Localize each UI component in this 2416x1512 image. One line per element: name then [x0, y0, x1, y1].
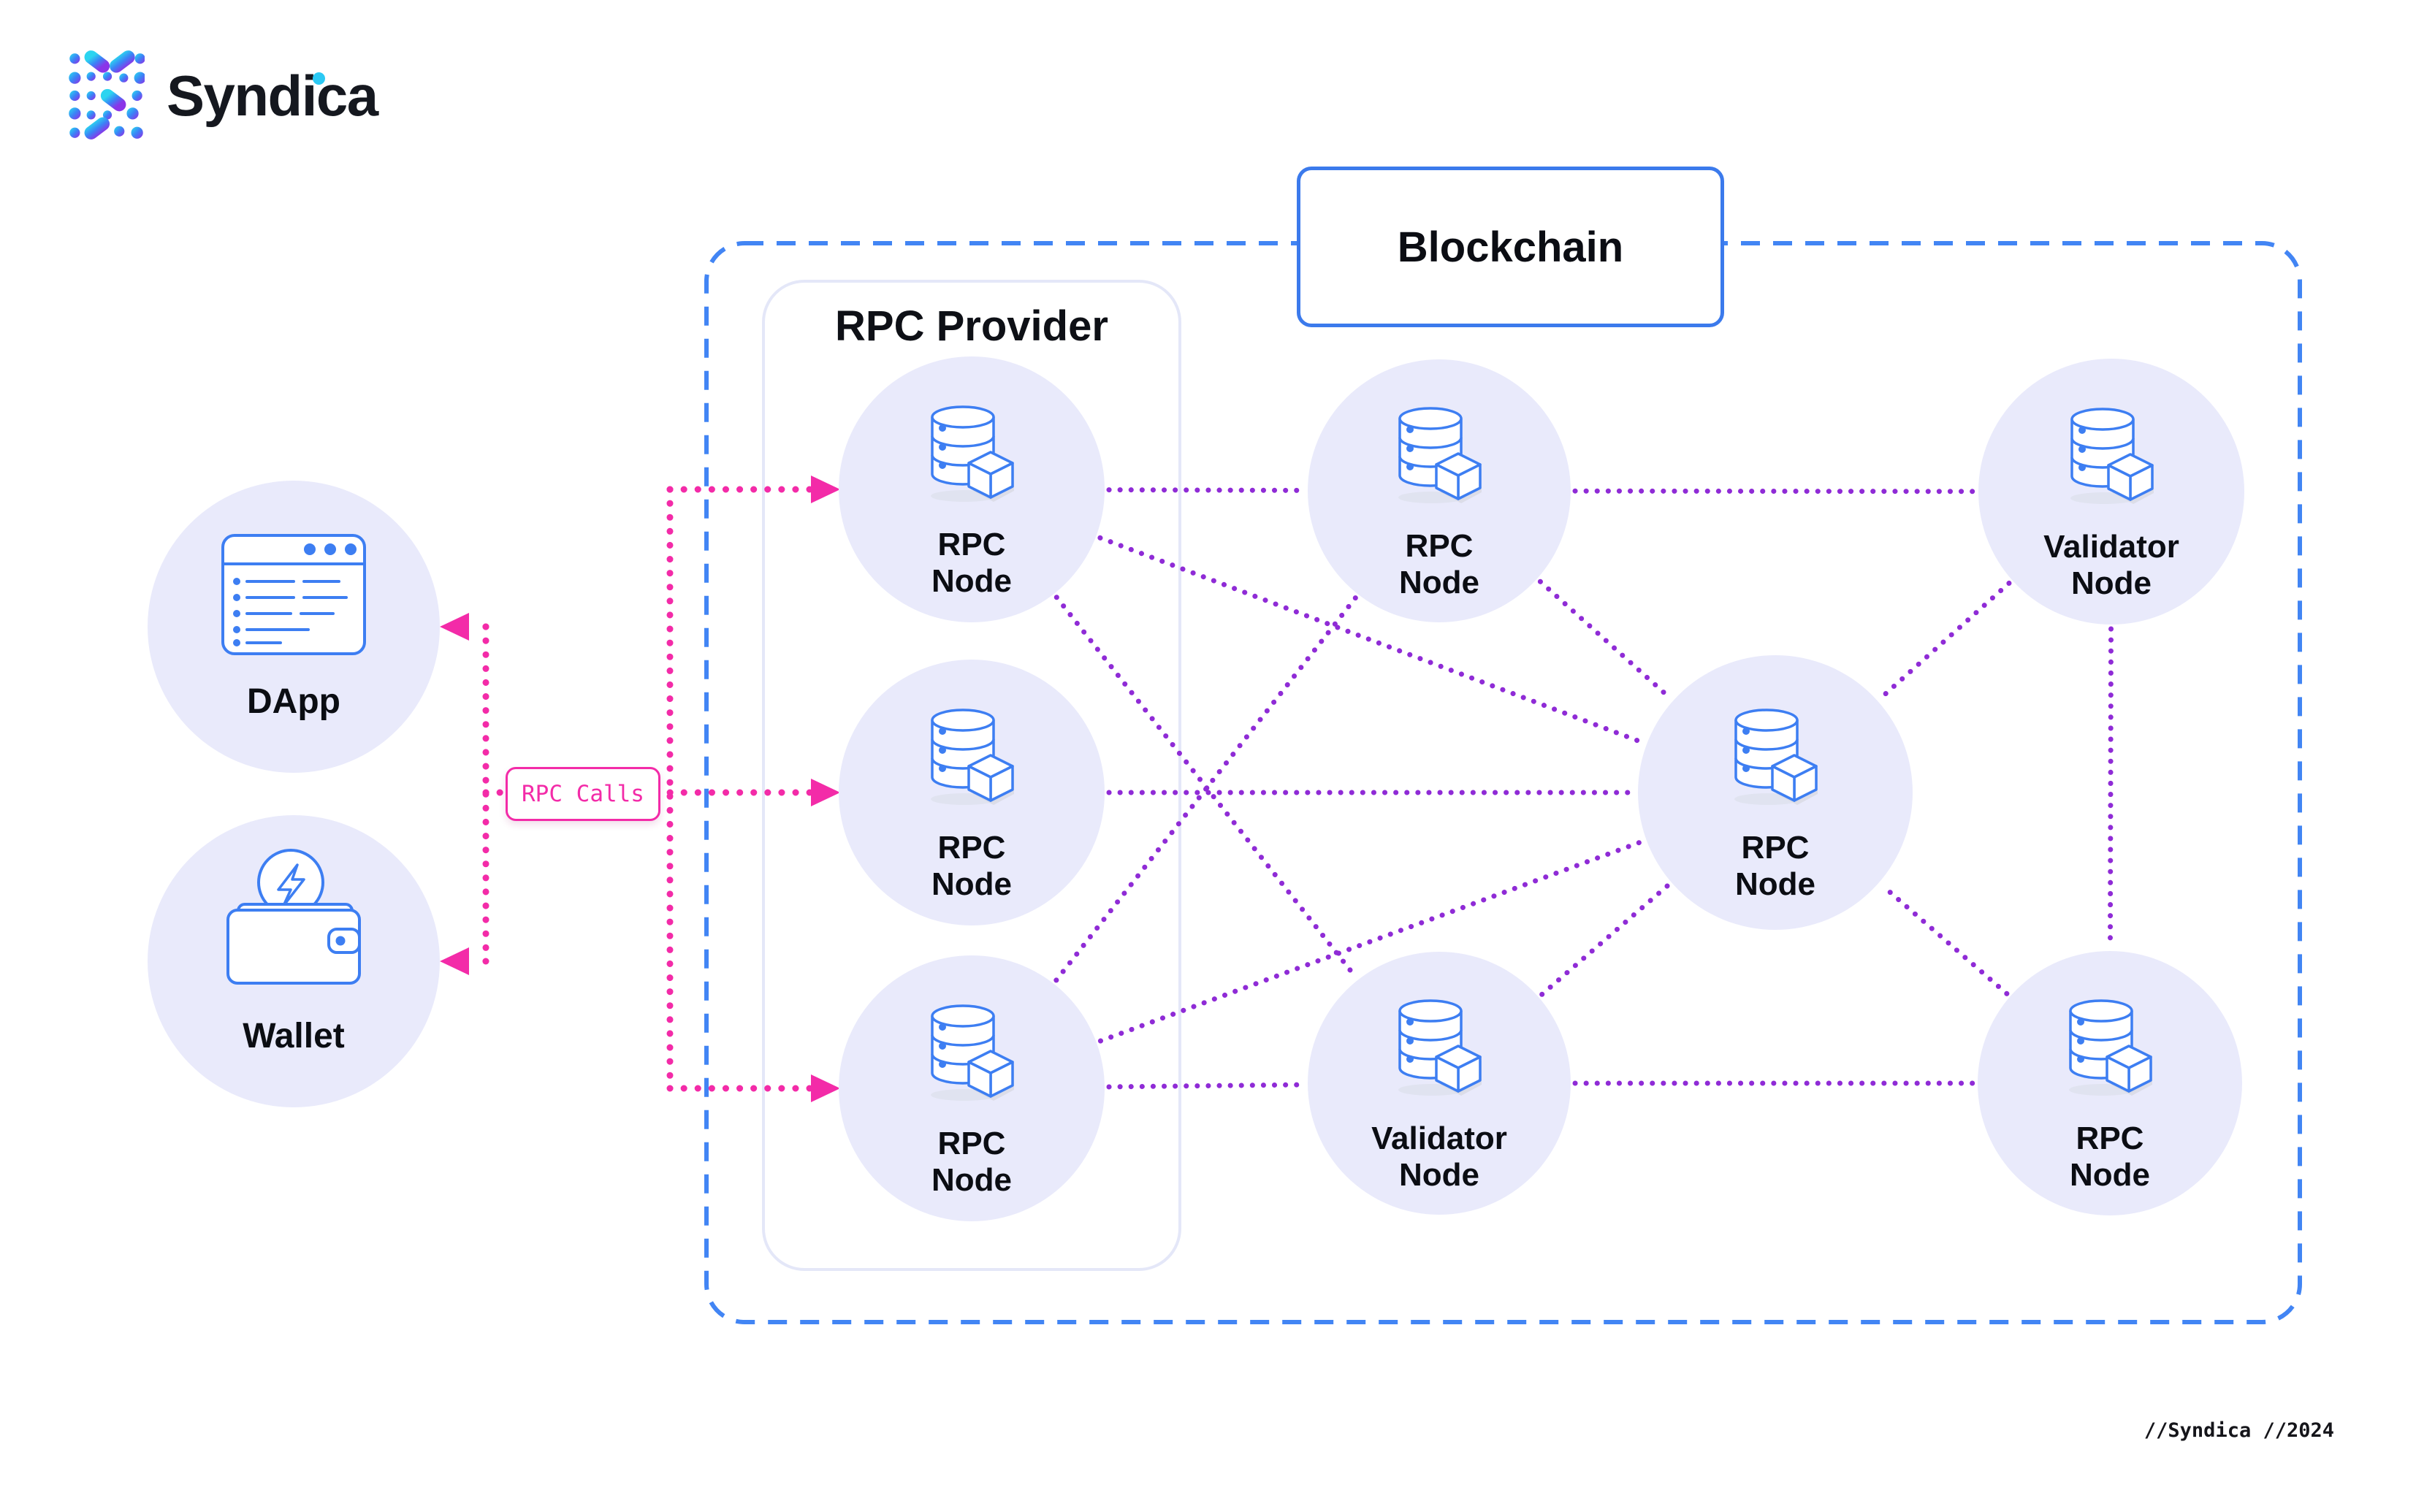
blockchain-label-text: Blockchain — [1397, 223, 1624, 271]
database-icon — [931, 405, 1014, 502]
database-icon — [1398, 999, 1482, 1096]
node-dapp: DApp — [148, 481, 440, 773]
database-icon — [1734, 709, 1818, 805]
edge-line — [2107, 626, 2114, 950]
rpc-call-links — [440, 476, 840, 1102]
rpc-calls-badge: RPC Calls — [506, 767, 660, 821]
edge-line — [1097, 839, 1645, 1044]
syndica-logo-icon — [69, 50, 145, 140]
edge-line — [1537, 579, 1673, 700]
rpc-calls-text: RPC Calls — [522, 781, 644, 807]
rpc-call-arrowhead — [811, 476, 840, 503]
node-wallet: Wallet — [148, 815, 440, 1107]
edge-line — [1053, 595, 1358, 983]
rpc-call-arrowhead — [811, 779, 840, 806]
rpc-provider-title: RPC Provider — [835, 302, 1108, 350]
rpc-call-arrowhead — [440, 613, 469, 641]
edge-line — [1878, 580, 2012, 701]
brand-name: Syndica — [167, 64, 378, 128]
logo-i-dot — [313, 72, 325, 85]
wallet-icon — [226, 849, 361, 985]
database-icon — [931, 709, 1014, 805]
footer-credit: //Syndica //2024 — [2143, 1419, 2334, 1442]
node-label: DApp — [247, 682, 340, 721]
blockchain-label: Blockchain — [1297, 167, 1724, 327]
database-icon — [1398, 407, 1482, 503]
rpc-call-arrowhead — [811, 1074, 840, 1102]
rpc-call-arrowhead — [440, 947, 469, 975]
edge-line — [1106, 487, 1306, 493]
browser-window-icon — [221, 534, 366, 655]
network-edges — [1053, 487, 2114, 1090]
edge-line — [1097, 535, 1645, 746]
node-label: Wallet — [243, 1017, 345, 1055]
edge-line — [1106, 1082, 1306, 1090]
brand-logo: Syndica — [67, 47, 378, 145]
database-icon — [931, 1004, 1014, 1101]
edge-line — [1572, 488, 1977, 495]
database-icon — [2070, 408, 2154, 504]
database-icon — [2069, 999, 2152, 1096]
